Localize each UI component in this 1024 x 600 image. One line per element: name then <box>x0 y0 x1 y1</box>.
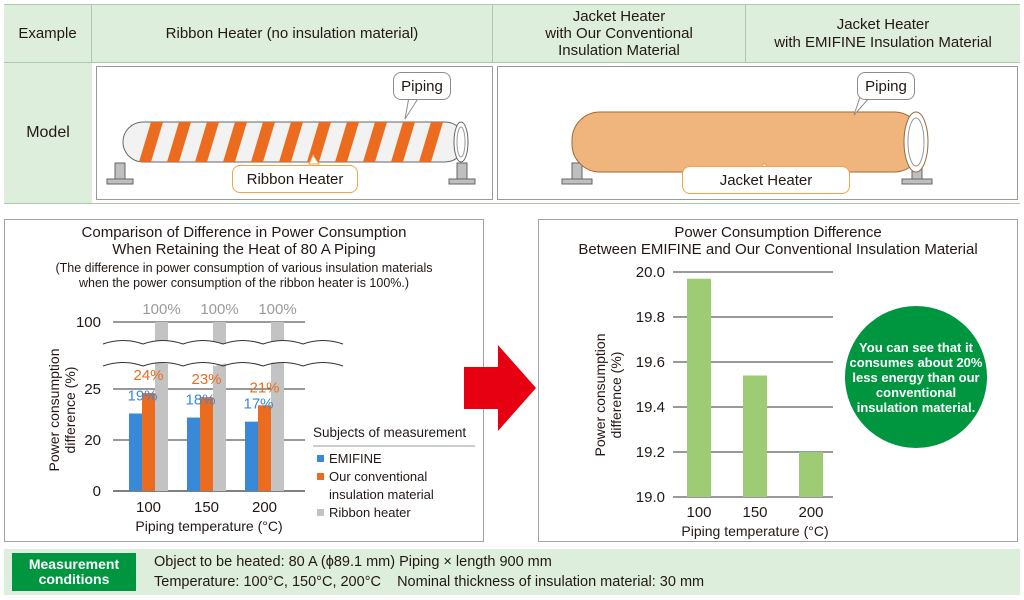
legend-title: Subjects of measurement <box>313 425 466 440</box>
x-tick-label: 100 <box>686 504 711 521</box>
badge-line-2: conditions <box>38 571 110 587</box>
bar-emifine-difference <box>687 278 711 497</box>
callout-line-2: consumes about 20% <box>849 354 983 370</box>
conventional-header-line-2: with Our Conventional <box>545 24 693 42</box>
example-label: Example <box>4 5 92 62</box>
bar-emifine-difference <box>743 375 767 497</box>
y-axis-label-line-2: difference (%) <box>62 367 78 454</box>
bar-emifine-difference <box>799 452 823 497</box>
right-chart-title-1: Power Consumption Difference <box>674 224 882 241</box>
jacket-heater-illustration <box>561 96 933 185</box>
legend-label-ribbon: Ribbon heater <box>329 505 411 520</box>
energy-savings-callout: You can see that it consumes about 20% l… <box>845 306 987 448</box>
y-tick-label: 19.6 <box>636 354 665 371</box>
y-tick-label: 100 <box>76 314 101 331</box>
callout-line-5: insulation material. <box>856 399 976 415</box>
y-axis-label-line-1: Power consumption <box>592 334 608 457</box>
data-label-conventional: 21% <box>249 379 279 396</box>
callout-line-1: You can see that it <box>859 339 973 355</box>
data-label-conventional: 23% <box>191 371 221 388</box>
conventional-header: Jacket Heater with Our Conventional Insu… <box>493 5 746 62</box>
table-bottom-border <box>4 203 1020 204</box>
jacket-heater-callout: Jacket Heater <box>682 166 850 194</box>
model-label: Model <box>4 63 92 203</box>
conventional-header-line-1: Jacket Heater <box>572 7 666 25</box>
right-chart-title-2: Between EMIFINE and Our Conventional Ins… <box>578 241 978 258</box>
ribbon-heater-callout: Ribbon Heater <box>232 165 358 193</box>
emifine-header-line-2: with EMIFINE Insulation Material <box>774 33 992 51</box>
piping-callout-left: Piping <box>393 72 451 100</box>
left-chart-panel: Comparison of Difference in Power Consum… <box>4 219 484 542</box>
left-bar-chart: 0 20 25 100 100 150 200 100% 24% 19% 100% 23% 18% 100… <box>46 301 475 534</box>
x-axis-label: Piping temperature (°C) <box>681 523 828 539</box>
ribbon-heater-illustration <box>106 96 476 185</box>
table-top-border <box>4 4 1020 5</box>
legend-swatch <box>317 509 324 516</box>
left-chart-note-2: when the power consumption of the ribbon… <box>78 276 410 290</box>
data-label-emifine: 18% <box>185 392 215 409</box>
table-header-divider <box>4 62 1020 63</box>
condition-line-1: Object to be heated: 80 A (ϕ89.1 mm) Pip… <box>154 554 552 570</box>
y-tick-label: 19.2 <box>636 444 665 461</box>
data-label-ribbon: 100% <box>142 301 180 318</box>
left-chart-title-1: Comparison of Difference in Power Consum… <box>81 224 407 241</box>
x-tick-label: 200 <box>798 504 823 521</box>
right-chart-panel: Power Consumption Difference Between EMI… <box>538 219 1018 542</box>
red-arrow-icon <box>464 345 536 431</box>
axis-break-line-bottom <box>102 362 344 367</box>
piping-callout-right: Piping <box>857 72 915 100</box>
x-tick-label: 100 <box>136 499 161 516</box>
emifine-header: Jacket Heater with EMIFINE Insulation Ma… <box>746 5 1020 62</box>
y-axis-label-line-2: difference (%) <box>608 352 624 439</box>
data-label-emifine: 19% <box>127 387 157 404</box>
data-label-ribbon: 100% <box>258 301 296 318</box>
x-axis-label: Piping temperature (°C) <box>135 518 282 534</box>
right-bar-chart: 19.0 19.2 19.4 19.6 19.8 20.0 100 150 200 Power c… <box>592 264 833 539</box>
axis-break-line-top <box>102 340 344 345</box>
emifine-header-line-1: Jacket Heater <box>836 16 930 34</box>
ribbon-heater-header-text: Ribbon Heater (no insulation material) <box>165 24 419 42</box>
data-label-emifine: 17% <box>243 396 273 413</box>
y-tick-label: 25 <box>84 381 101 398</box>
bar-emifine <box>187 417 200 491</box>
legend-swatch <box>317 473 324 480</box>
bar-ribbon-heater <box>271 322 284 491</box>
legend-label-emifine: EMIFINE <box>329 451 382 466</box>
jacket-heater-model <box>497 66 1018 200</box>
left-chart-title-2: When Retaining the Heat of 80 A Piping <box>112 241 376 258</box>
callout-line-4: conventional <box>875 384 957 400</box>
y-tick-label: 0 <box>93 483 101 500</box>
legend-label-conventional-2: insulation material <box>329 487 434 502</box>
y-tick-label: 19.0 <box>636 489 665 506</box>
left-chart-note-1: (The difference in power consumption of … <box>55 261 433 275</box>
legend-swatch <box>317 455 324 462</box>
y-tick-label: 20 <box>84 432 101 449</box>
ribbon-heater-header: Ribbon Heater (no insulation material) <box>92 5 493 62</box>
bar-our-conventional-insulation-material <box>142 393 155 491</box>
data-label-conventional: 24% <box>133 367 163 384</box>
badge-line-1: Measurement <box>28 556 120 572</box>
x-tick-label: 150 <box>194 499 219 516</box>
data-label-ribbon: 100% <box>200 301 238 318</box>
y-tick-label: 19.4 <box>636 399 665 416</box>
x-tick-label: 200 <box>252 499 277 516</box>
y-tick-label: 19.8 <box>636 309 665 326</box>
axis-break-band <box>95 340 343 366</box>
callout-line-3: less energy than our <box>852 369 980 385</box>
legend-label-conventional-1: Our conventional <box>329 469 427 484</box>
condition-line-2: Temperature: 100°C, 150°C, 200°C Nominal… <box>154 574 705 590</box>
x-tick-label: 150 <box>742 504 767 521</box>
y-axis-label-line-1: Power consumption <box>46 349 62 472</box>
bar-ribbon-heater <box>155 322 168 491</box>
bar-our-conventional-insulation-material <box>258 405 271 491</box>
bar-emifine <box>129 413 142 491</box>
y-tick-label: 20.0 <box>636 264 665 281</box>
bar-emifine <box>245 421 258 491</box>
conventional-header-line-3: Insulation Material <box>558 42 680 60</box>
bar-our-conventional-insulation-material <box>200 397 213 491</box>
